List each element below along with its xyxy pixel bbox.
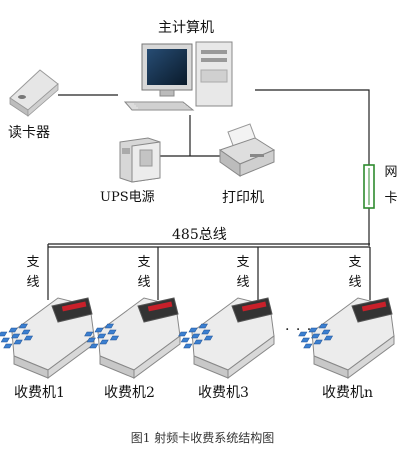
main-computer-label: 主计算机 — [158, 20, 214, 36]
main-computer-icon — [123, 41, 233, 111]
card-reader-label: 读卡器 — [8, 125, 50, 141]
terminal-ellipsis: . . . — [285, 318, 313, 334]
branch-label-1b: 线 — [26, 275, 40, 290]
terminal-label-1: 收费机1 — [14, 385, 65, 401]
ups-label: UPS电源 — [100, 190, 155, 205]
terminal-label-3: 收费机3 — [198, 385, 249, 401]
ups-icon — [119, 137, 161, 183]
network-card-label-2: 卡 — [384, 191, 398, 206]
terminal-icon-1 — [0, 297, 95, 379]
branch-label-1a: 支 — [26, 255, 40, 270]
bus-label: 485总线 — [172, 227, 227, 243]
terminal-label-4: 收费机n — [322, 385, 374, 401]
terminal-label-2: 收费机2 — [104, 385, 155, 401]
terminal-icon-2 — [84, 297, 181, 379]
branch-label-2b: 线 — [137, 275, 151, 290]
branch-label-4a: 支 — [348, 255, 362, 270]
link-computer-netcard — [255, 89, 370, 165]
branch-label-3a: 支 — [236, 255, 250, 270]
terminal-icon-3 — [178, 297, 275, 379]
figure-caption: 图1 射频卡收费系统结构图 — [130, 431, 275, 445]
branch-label-2a: 支 — [137, 255, 151, 270]
card-reader-icon — [9, 69, 59, 117]
branch-label-3b: 线 — [236, 275, 250, 290]
branch-label-4b: 线 — [348, 275, 362, 290]
network-card-icon — [363, 164, 375, 209]
printer-icon — [218, 123, 276, 177]
terminal-icon-4 — [298, 297, 395, 379]
network-card-label-1: 网 — [384, 165, 398, 180]
printer-label: 打印机 — [222, 190, 264, 206]
